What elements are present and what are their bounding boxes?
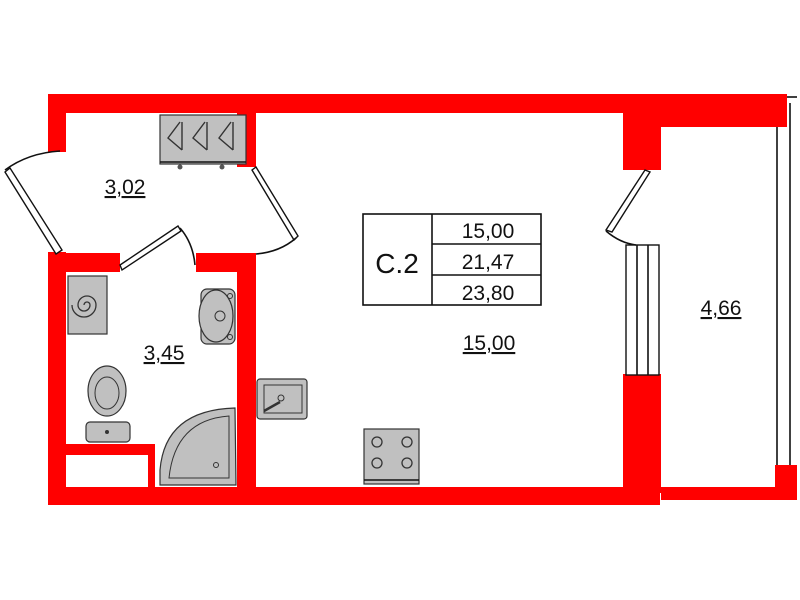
entrance-door[interactable] <box>4 150 63 255</box>
balcony-glazing <box>776 96 797 465</box>
bathroom-area-label: 3,45 <box>144 342 185 365</box>
balcony-door[interactable] <box>604 169 652 246</box>
area-summary-table: С.2 15,00 21,47 23,80 <box>362 213 542 306</box>
balcony-window <box>625 244 660 376</box>
bathroom-sink-icon <box>198 288 236 345</box>
washing-machine-icon <box>67 275 108 335</box>
hallway-area-label: 3,02 <box>105 176 146 199</box>
wardrobe-hangers-icon <box>159 114 247 170</box>
living-room-area-label: 15,00 <box>463 332 516 355</box>
room-door[interactable] <box>251 165 299 255</box>
bathroom-door[interactable] <box>119 225 196 272</box>
kitchen-sink-icon <box>256 378 308 420</box>
balcony-area-label: 4,66 <box>701 297 742 320</box>
shower-tray-icon <box>159 407 237 486</box>
walls <box>48 94 797 505</box>
living-area: 15,00 <box>462 220 515 243</box>
stove-icon <box>363 428 420 485</box>
unit-code: С.2 <box>375 248 419 279</box>
total-area-with-balcony: 23,80 <box>462 282 515 305</box>
total-area: 21,47 <box>462 251 515 274</box>
toilet-icon <box>85 365 131 443</box>
